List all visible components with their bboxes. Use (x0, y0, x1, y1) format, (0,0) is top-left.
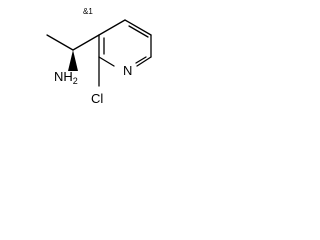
ring-bond-c4-c5 (124, 19, 152, 36)
ring-double-bond-c6-n (135, 56, 147, 64)
ring-bond-c6-n (136, 56, 152, 67)
pyridine-nitrogen-label: N (123, 63, 132, 78)
stereo-descriptor: &1 (83, 7, 93, 16)
ring-bond-n-c2 (98, 56, 115, 67)
bond-chiral-carbon-to-methyl (46, 34, 74, 51)
ring-bond-c3-c4 (98, 19, 126, 36)
bond-ring-to-chiral-carbon (72, 34, 100, 51)
amine-nh-label: NH (54, 69, 73, 84)
chlorine-label: Cl (91, 91, 103, 106)
chemical-structure: &1 N Cl NH2 (46, 7, 152, 106)
wedge-bond-chiral-carbon-to-amine (68, 50, 78, 71)
ring-double-bond-c4-c5 (128, 25, 149, 38)
amine-label: NH2 (54, 69, 78, 86)
amine-subscript-2: 2 (73, 76, 78, 86)
